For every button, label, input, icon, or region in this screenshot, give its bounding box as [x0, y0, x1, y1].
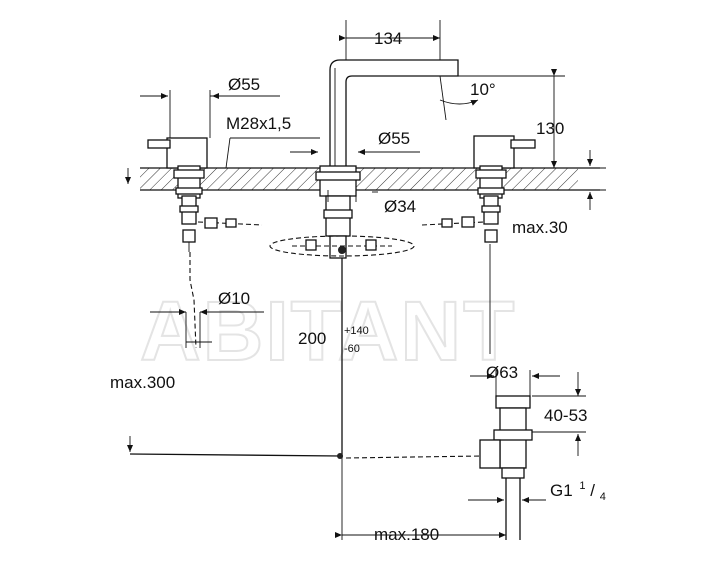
watermark-text: ABITANT	[140, 284, 516, 378]
dimension-lines	[125, 20, 606, 538]
label-deck-thickness: max.30	[512, 218, 568, 237]
pop-up-waste	[129, 395, 533, 540]
countertop	[140, 167, 600, 191]
label-spout-base-diameter: Ø55	[378, 129, 410, 148]
label-hole-diameter: Ø34	[384, 197, 416, 216]
label-spacing-minus: -60	[344, 343, 360, 355]
label-spout-angle: 10°	[470, 80, 496, 99]
spout	[269, 59, 459, 259]
label-handle-diameter: Ø55	[228, 75, 260, 94]
label-waste-thread: G1 1 / 4	[550, 474, 606, 503]
label-waste-height: 40-53	[544, 406, 587, 425]
label-spout-height: 130	[536, 119, 564, 138]
right-hose	[421, 216, 485, 228]
label-spout-reach: 134	[374, 29, 402, 48]
label-waste-thread-base: G1	[550, 481, 573, 500]
label-waste-thread-num: 1	[579, 480, 585, 492]
label-waste-thread-den: 4	[600, 491, 606, 503]
label-hose-length: max.300	[110, 373, 175, 392]
left-handle-valve	[147, 137, 208, 252]
label-waste-diameter: Ø63	[486, 363, 518, 382]
dimension-labels: 134 10° 130 Ø55 M28x1,5 Ø55 Ø34 max.30 Ø…	[110, 29, 606, 544]
right-handle-valve	[473, 135, 536, 243]
label-waste-thread-slash: /	[590, 481, 595, 500]
left-hose	[189, 217, 263, 349]
label-thread: M28x1,5	[226, 114, 291, 133]
label-spacing-plus: +140	[344, 325, 369, 337]
label-hose-diameter: Ø10	[218, 289, 250, 308]
label-waste-reach: max.180	[374, 525, 439, 544]
label-spacing-main: 200	[298, 329, 326, 348]
